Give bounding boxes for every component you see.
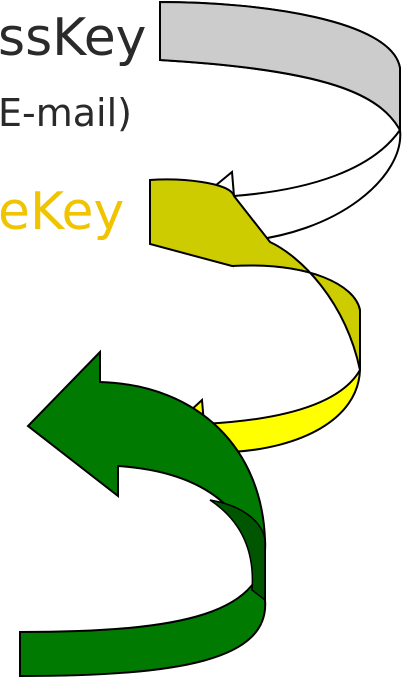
- gray-band-top-face: [160, 2, 400, 130]
- label-ekey: eKey: [0, 186, 124, 238]
- green-band-lower: [20, 540, 265, 676]
- green-curved-arrow: [20, 352, 265, 676]
- green-arrowhead-and-band: [28, 352, 265, 600]
- label-email: E-mail): [0, 94, 132, 132]
- label-sskey: ssKey: [0, 12, 146, 64]
